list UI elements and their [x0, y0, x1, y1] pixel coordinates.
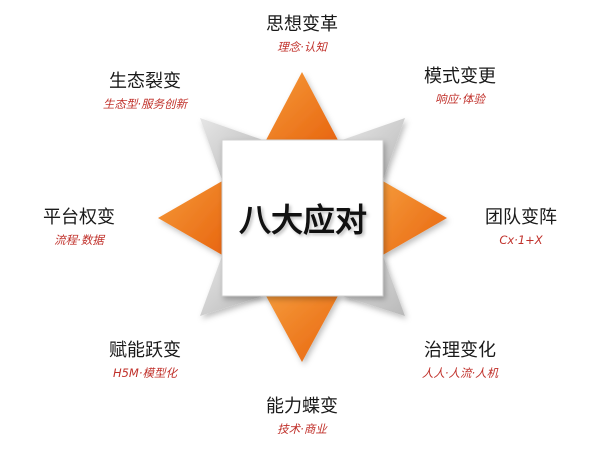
node-title: 治理变化	[424, 340, 496, 361]
node-ecosystem-change: 生态裂变 生态型·服务创新	[70, 71, 220, 112]
node-empowerment-change: 赋能跃变 H5M·模型化	[70, 340, 220, 381]
node-title: 团队变阵	[485, 207, 557, 228]
node-capability-change: 能力蝶变 技术·商业	[227, 396, 377, 437]
node-title: 模式变更	[424, 66, 496, 87]
spike-bottom	[265, 294, 339, 362]
spike-top	[265, 72, 339, 142]
node-platform-change: 平台权变 流程·数据	[4, 207, 154, 248]
node-ideology-change: 思想变革 理念·认知	[227, 14, 377, 55]
node-title: 能力蝶变	[266, 396, 338, 417]
node-subtitle: 理念·认知	[277, 40, 327, 54]
spike-left	[158, 180, 224, 256]
node-title: 生态裂变	[109, 71, 181, 92]
node-model-change: 模式变更 响应·体验	[385, 66, 535, 107]
node-subtitle: Cx·1+X	[499, 233, 543, 247]
node-subtitle: 生态型·服务创新	[102, 97, 188, 111]
node-subtitle: 人人·人流·人机	[421, 366, 499, 380]
node-subtitle: 响应·体验	[435, 92, 485, 106]
node-title: 思想变革	[266, 14, 338, 35]
node-subtitle: 技术·商业	[277, 422, 327, 436]
node-subtitle: H5M·模型化	[112, 366, 178, 380]
node-title: 赋能跃变	[109, 340, 181, 361]
node-subtitle: 流程·数据	[54, 233, 104, 247]
node-team-change: 团队变阵 Cx·1+X	[446, 207, 596, 248]
center-square	[221, 139, 384, 297]
center-label: 八大应对	[238, 201, 367, 239]
node-governance-change: 治理变化 人人·人流·人机	[385, 340, 535, 381]
node-title: 平台权变	[43, 207, 115, 228]
spike-right	[381, 180, 447, 256]
orange-cardinal-spikes	[158, 72, 447, 362]
